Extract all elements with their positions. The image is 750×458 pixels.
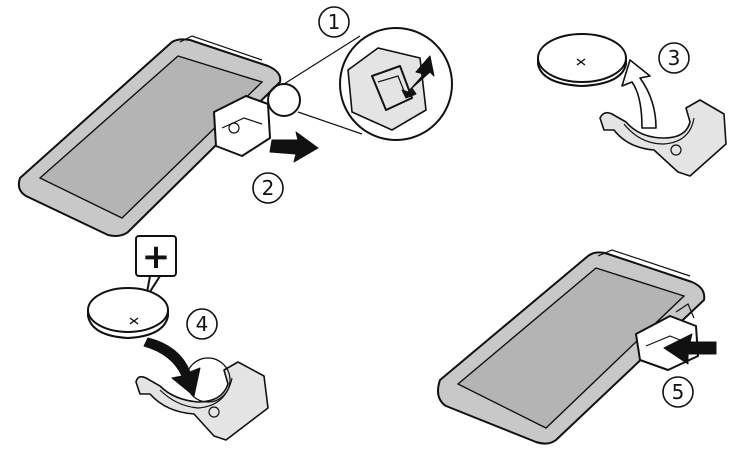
zoom-line-top	[283, 35, 361, 85]
polarity-plus-symbol: +	[142, 237, 171, 277]
step-5-label: 5	[662, 376, 694, 408]
magnified-latch-view	[339, 27, 453, 141]
insert-battery-group: +	[87, 235, 269, 441]
pull-out-arrow	[269, 131, 319, 163]
step-1-label: 1	[318, 6, 350, 38]
svg-text:1: 1	[328, 10, 341, 34]
step-3-label: 3	[658, 42, 690, 74]
svg-text:2: 2	[262, 176, 275, 200]
latch-highlight-circle	[267, 83, 301, 117]
svg-text:3: 3	[668, 46, 681, 70]
step-2-label: 2	[252, 172, 284, 204]
zoom-line-bottom	[297, 111, 363, 135]
step-4-label: 4	[186, 308, 218, 340]
remote-bottom-right	[437, 249, 717, 445]
remote-top-left	[17, 35, 282, 237]
tray-with-coin-removed	[537, 33, 727, 177]
svg-text:5: 5	[672, 380, 685, 404]
svg-text:4: 4	[196, 312, 209, 336]
